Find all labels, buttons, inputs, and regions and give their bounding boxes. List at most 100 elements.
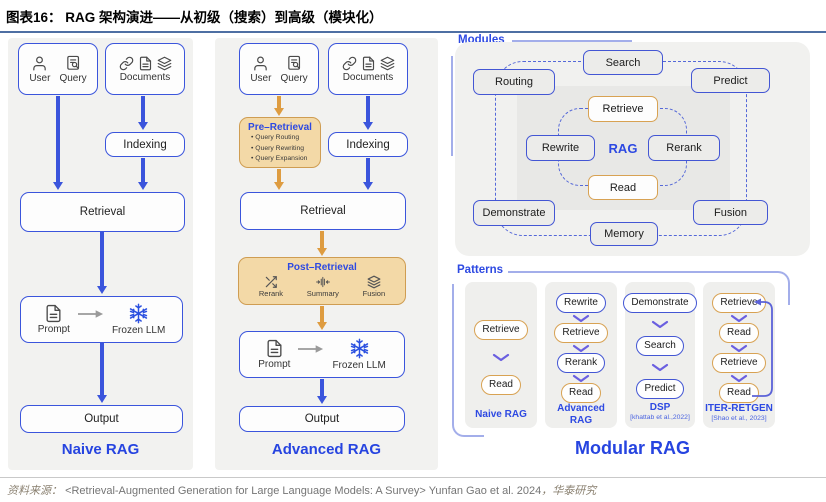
pattern-step: Search <box>636 336 684 356</box>
pattern-step: Retrieve <box>474 320 528 340</box>
pattern-col-naive: Retrieve Read Naive RAG <box>465 282 537 428</box>
frozen-llm-label: Frozen LLM <box>332 360 386 371</box>
chevron-down-icon <box>651 320 669 329</box>
naive-prompt-llm-box: Prompt Frozen LLM <box>20 296 183 343</box>
pattern-step: Rewrite <box>556 293 606 313</box>
pattern-step: Read <box>561 383 601 403</box>
source-text: <Retrieval-Augmented Generation for Larg… <box>65 485 542 497</box>
modules-label-line <box>512 40 632 42</box>
documents-label: Documents <box>119 71 171 83</box>
pattern-caption: DSP <box>649 402 671 414</box>
pattern-step: Demonstrate <box>623 293 697 313</box>
pre-retrieval-box: Pre–Retrieval Query Routing Query Rewrit… <box>239 117 321 168</box>
module-read: Read <box>588 175 658 200</box>
arrow-user-to-preretrieval <box>273 96 284 116</box>
module-rewrite: Rewrite <box>526 135 595 161</box>
user-label: User <box>250 72 272 84</box>
source-suffix: ，华泰研究 <box>541 485 597 497</box>
prompt-file-icon <box>44 304 63 323</box>
pattern-col-advanced: Rewrite Retrieve Rerank Read Advanced RA… <box>545 282 617 428</box>
arrow-user-to-retrieval <box>52 96 63 190</box>
summary-compress-icon <box>315 275 331 289</box>
post-fusion-label: Fusion <box>362 289 386 298</box>
query-label: Query <box>280 72 308 84</box>
naive-output-box: Output <box>20 405 183 433</box>
query-icon <box>286 55 303 72</box>
loop-arrow-icon <box>752 292 778 404</box>
pattern-step: Retrieve <box>712 293 766 313</box>
file-icon <box>138 56 153 71</box>
arrow-indexing-to-retrieval <box>137 158 148 190</box>
adv-prompt-llm-box: Prompt Frozen LLM <box>239 331 405 378</box>
pattern-step: Rerank <box>556 353 606 373</box>
right-arrow-icon <box>77 309 104 319</box>
chevron-down-icon <box>572 344 590 353</box>
title-rule <box>0 31 826 33</box>
source-prefix: 资料来源： <box>7 485 62 497</box>
chevron-down-icon <box>572 314 590 323</box>
prompt-label: Prompt <box>258 359 291 370</box>
pre-retrieval-item: Query Routing <box>240 133 320 144</box>
prompt-label: Prompt <box>37 324 70 335</box>
arrow-prompt-to-output <box>316 379 327 404</box>
module-routing: Routing <box>473 69 555 95</box>
pattern-caption: Naive RAG <box>475 408 527 420</box>
chevron-down-icon <box>492 353 510 362</box>
pattern-cite: [khattab et al.,2022] <box>630 413 690 421</box>
layers-icon <box>380 56 395 71</box>
adv-documents-box: Documents <box>328 43 408 95</box>
naive-rag-caption: Naive RAG <box>61 441 140 458</box>
arrow-retrieval-to-prompt <box>96 232 107 294</box>
snowflake-icon <box>349 338 370 359</box>
adv-user-query-box: User Query <box>239 43 319 95</box>
patterns-left-bracket <box>452 284 484 437</box>
arrow-retrieval-to-postretrieval <box>316 231 327 256</box>
chevron-down-icon <box>730 344 748 353</box>
adv-output-box: Output <box>239 406 405 432</box>
modular-rag-caption: Modular RAG <box>575 438 690 458</box>
module-memory: Memory <box>590 222 658 246</box>
query-label: Query <box>59 72 87 84</box>
module-fusion: Fusion <box>693 200 768 225</box>
naive-user-query-box: User Query <box>18 43 98 95</box>
pattern-step: Retrieve <box>554 323 608 343</box>
post-retrieval-title: Post–Retrieval <box>287 262 357 273</box>
footer-rule <box>0 477 826 478</box>
module-search: Search <box>583 50 663 75</box>
chevron-down-icon <box>730 374 748 383</box>
module-retrieve: Retrieve <box>588 96 658 122</box>
link-icon <box>342 56 357 71</box>
naive-documents-box: Documents <box>105 43 185 95</box>
pattern-step: Retrieve <box>712 353 766 373</box>
pattern-caption: Advanced RAG <box>557 403 605 426</box>
frozen-llm-label: Frozen LLM <box>111 325 166 336</box>
pattern-step: Read <box>481 375 521 395</box>
right-arrow-icon <box>298 344 324 354</box>
snowflake-icon <box>128 303 149 324</box>
pattern-step: Read <box>719 383 759 403</box>
adv-indexing-box: Indexing <box>328 132 408 157</box>
arrow-indexing-to-retrieval <box>362 158 373 190</box>
arrow-docs-to-indexing <box>362 96 373 130</box>
layers-icon <box>157 56 172 71</box>
pattern-caption: ITER-RETGEN <box>705 403 773 414</box>
adv-retrieval-box: Retrieval <box>240 192 406 230</box>
chevron-down-icon <box>651 363 669 372</box>
query-icon <box>65 55 82 72</box>
chevron-down-icon <box>572 374 590 383</box>
module-rerank: Rerank <box>648 135 720 161</box>
post-rerank-label: Rerank <box>258 289 284 298</box>
user-label: User <box>29 72 51 84</box>
patterns-label-line <box>508 271 790 305</box>
naive-retrieval-box: Retrieval <box>20 192 185 232</box>
documents-label: Documents <box>342 71 394 83</box>
pre-retrieval-title: Pre–Retrieval <box>248 122 312 133</box>
arrow-prompt-to-output <box>96 343 107 403</box>
fusion-layers-icon <box>367 275 381 289</box>
module-demonstrate: Demonstrate <box>473 200 555 226</box>
chevron-down-icon <box>730 314 748 323</box>
page-title: 图表16： RAG 架构演进——从初级（搜索）到高级（模块化） <box>6 10 383 25</box>
source-line: 资料来源： <Retrieval-Augmented Generation fo… <box>7 482 819 498</box>
pattern-step: Predict <box>636 379 684 399</box>
advanced-rag-panel <box>215 38 438 470</box>
